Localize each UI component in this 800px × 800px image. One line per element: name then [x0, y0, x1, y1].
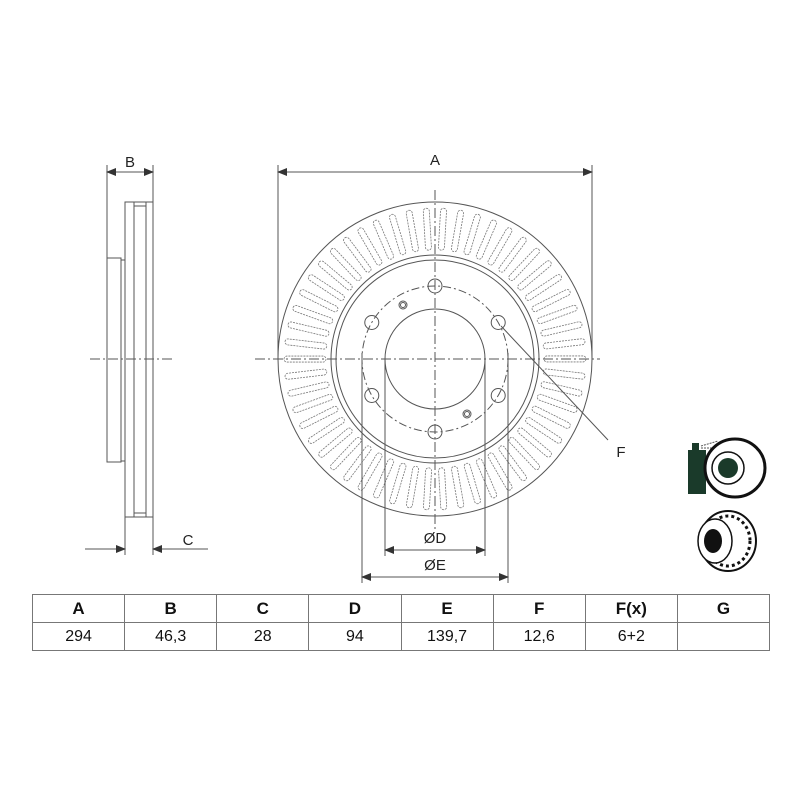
- cooling-slot: [517, 260, 552, 291]
- header-e: E: [400, 594, 494, 623]
- bolt-hole: [490, 388, 506, 403]
- cooling-slot: [463, 213, 481, 256]
- cooling-slot: [450, 209, 465, 253]
- cooling-slot: [389, 213, 407, 256]
- cooling-slot: [373, 458, 395, 499]
- cooling-slot: [517, 427, 552, 458]
- side-view: [85, 165, 208, 555]
- cooling-slot: [372, 219, 394, 260]
- cooling-slot: [292, 305, 334, 325]
- value-b: 46,3: [124, 622, 218, 651]
- cooling-slot: [463, 462, 481, 505]
- cooling-slot: [330, 437, 362, 471]
- dimension-f-label: F: [616, 444, 625, 461]
- cooling-slot: [389, 462, 407, 505]
- cooling-slot: [299, 405, 339, 429]
- front-view: [255, 165, 609, 583]
- cooling-slot: [525, 274, 563, 301]
- bolt-hole: [490, 315, 506, 330]
- cooling-slot: [329, 248, 362, 281]
- cooling-slot: [531, 405, 571, 429]
- dimensions-table: A B C D E F F(x) G 294 46,3 28 94 139,7 …: [31, 594, 771, 651]
- cooling-slot: [292, 393, 334, 414]
- spray-cleaning-icon: [688, 437, 767, 499]
- header-d: D: [308, 594, 402, 623]
- dimension-b-label: B: [125, 154, 135, 171]
- cooling-slot: [498, 445, 527, 482]
- cooling-slot: [451, 465, 465, 509]
- cooling-slot: [318, 260, 353, 291]
- cooling-slot: [284, 368, 328, 380]
- cooling-slot: [357, 227, 383, 266]
- value-e: 139,7: [400, 622, 494, 651]
- header-b: B: [124, 594, 218, 623]
- cooling-slot: [299, 289, 339, 313]
- cooling-slot: [283, 355, 327, 363]
- header-a: A: [31, 594, 126, 623]
- cooling-slot: [423, 467, 432, 511]
- cooling-slot: [438, 207, 447, 251]
- value-f: 12,6: [492, 622, 586, 651]
- header-f: F: [492, 594, 586, 623]
- dimension-e-label: ØE: [424, 557, 446, 574]
- cooling-slot: [508, 247, 540, 281]
- vented-disc-icon: [697, 510, 757, 572]
- bolt-hole: [364, 315, 380, 330]
- cooling-slot: [475, 219, 497, 260]
- value-d: 94: [308, 622, 402, 651]
- cooling-slot: [508, 437, 541, 470]
- cooling-slot: [536, 304, 578, 325]
- header-c: C: [216, 594, 310, 623]
- bolt-hole: [364, 388, 380, 403]
- cooling-slot: [343, 236, 372, 273]
- cooling-slot: [343, 445, 372, 482]
- cooling-slot: [422, 207, 432, 251]
- cooling-slot: [284, 338, 328, 350]
- cooling-slot: [498, 236, 527, 273]
- header-fx: F(x): [584, 594, 678, 623]
- value-a: 294: [31, 622, 126, 651]
- cooling-slot: [318, 427, 353, 458]
- cooling-slot: [487, 227, 513, 266]
- header-g: G: [676, 594, 771, 623]
- cooling-slot: [307, 274, 345, 301]
- cooling-slot: [287, 381, 330, 397]
- cooling-slot: [438, 467, 448, 511]
- value-c: 28: [216, 622, 310, 651]
- cooling-slot: [487, 452, 513, 491]
- table-header-row: A B C D E F F(x) G: [31, 594, 771, 623]
- value-fx: 6+2: [584, 622, 678, 651]
- dimension-c-label: C: [183, 532, 194, 549]
- cooling-slot: [525, 417, 563, 444]
- cooling-slot: [542, 338, 586, 350]
- value-g: [676, 622, 771, 651]
- dimension-d-label: ØD: [424, 530, 447, 547]
- cooling-slot: [540, 381, 583, 397]
- dimension-a-label: A: [430, 152, 440, 169]
- cooling-slot: [476, 458, 498, 499]
- cooling-slot: [405, 465, 420, 509]
- cooling-slot: [536, 393, 578, 413]
- cooling-slot: [531, 289, 571, 313]
- cooling-slot: [287, 321, 330, 337]
- table-row: 294 46,3 28 94 139,7 12,6 6+2: [31, 622, 771, 651]
- cooling-slot: [405, 209, 419, 253]
- cooling-slot: [307, 417, 345, 444]
- cooling-slot: [357, 452, 383, 491]
- cooling-slot: [540, 321, 583, 337]
